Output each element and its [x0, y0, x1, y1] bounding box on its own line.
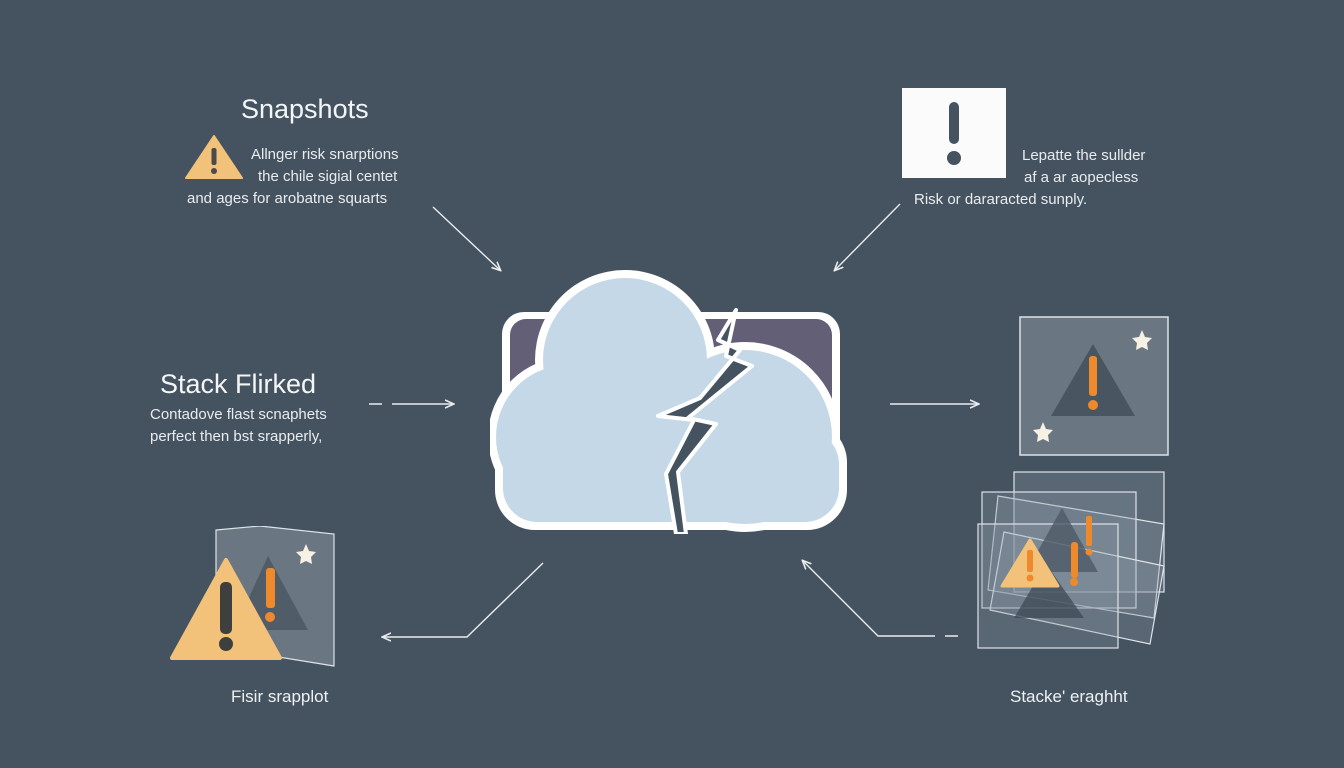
arrow-bottom-right: [803, 561, 958, 637]
warning-panel-icon: [170, 526, 335, 667]
top-right-line-1: Lepatte the sullder: [1022, 147, 1146, 164]
snapshots-title: Snapshots: [241, 94, 369, 124]
stack-flirked-title: Stack Flirked: [160, 369, 317, 399]
top-right-line-3: Risk or dararacted sunply.: [914, 191, 1088, 208]
top-right-line-2: af a ar aopecless: [1024, 169, 1139, 186]
warning-glass-panel-icon: [1019, 316, 1169, 456]
arrow-bottom-left: [383, 562, 544, 637]
broken-cloud-folder-icon: [490, 270, 847, 534]
top-left-line-1: Allnger risk snarptions: [251, 146, 399, 163]
exclamation-card-icon: [902, 88, 1006, 178]
warning-triangle-icon: [185, 135, 243, 179]
top-left-line-2: the chile sigial centet: [258, 168, 398, 185]
bottom-left-caption: Fisir srapplot: [231, 687, 329, 706]
top-left-line-3: and ages for arobatne squarts: [187, 190, 388, 207]
star-icon: [1033, 422, 1053, 442]
star-icon: [1132, 330, 1152, 350]
mid-left-line-1: Contadove flast scnaphets: [150, 406, 327, 423]
arrow-top-right: [835, 203, 901, 270]
mid-left-line-2: perfect then bst srapperly,: [150, 428, 323, 445]
arrow-top-left: [432, 206, 500, 270]
stacked-warning-panels-icon: [977, 471, 1165, 649]
bottom-right-caption: Stacke' eraghht: [1010, 687, 1128, 706]
star-icon: [296, 544, 316, 564]
